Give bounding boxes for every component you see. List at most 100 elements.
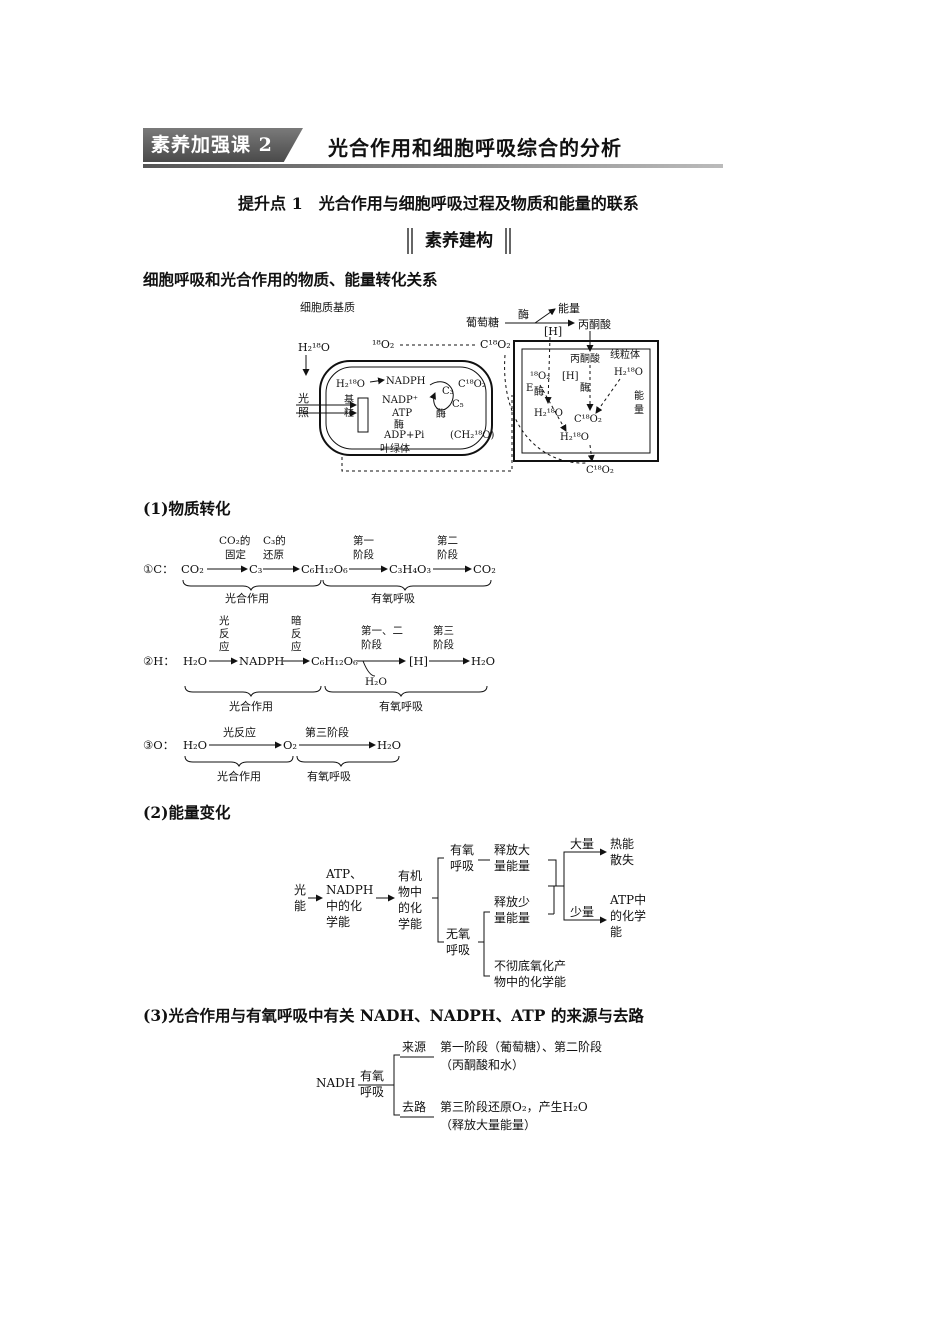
page-title: 光合作用和细胞呼吸综合的分析: [328, 136, 622, 160]
org-3: 的化: [398, 900, 422, 915]
mito-enzyme-1: 酶: [534, 385, 544, 398]
section-pill: 素养建构: [407, 228, 511, 254]
mito-o2: ¹⁸O₂: [530, 371, 550, 382]
h-a3-bottom: H₂O: [365, 676, 387, 688]
glucose-label: 葡萄糖: [466, 315, 499, 329]
mito-h2o-left: H₂¹⁸O: [534, 408, 563, 419]
o-a2: 第三阶段: [305, 725, 349, 739]
cell-diagram: 细胞质基质 H₂¹⁸O 光 照 ¹⁸O₂ 葡萄糖 酶 能量 丙酮酸 [H] C¹…: [296, 301, 659, 476]
sec3-aer-2: 呼吸: [360, 1085, 384, 1099]
c5-label: C₅: [452, 399, 464, 410]
org-4: 学能: [398, 916, 422, 931]
c-a1-top1: CO₂的: [219, 534, 250, 547]
h-a2-1: 暗: [291, 614, 302, 627]
light-2: 能: [294, 899, 306, 913]
c-a2-top2: 还原: [263, 549, 284, 561]
c3-label: C₃: [442, 386, 454, 397]
light-label-1: 光: [298, 391, 309, 405]
h-a4-top1: 第三: [433, 624, 454, 637]
c-a4-top1: 第二: [437, 534, 458, 547]
h-s3: C₆H₁₂O₆: [311, 654, 358, 668]
h-a1-3: 应: [219, 640, 230, 653]
h-a1-2: 反: [219, 628, 230, 640]
atpc-1: ATP中: [609, 892, 646, 907]
c-brace1-label: 光合作用: [225, 591, 269, 605]
h-brace2-label: 有氧呼吸: [379, 699, 423, 713]
atpc-2: 的化学: [610, 908, 646, 923]
energy-v2: 量: [634, 404, 644, 416]
anaer-1: 无氧: [446, 927, 470, 941]
h-brace1-label: 光合作用: [229, 699, 273, 713]
c-row-label: ①C：: [143, 562, 174, 576]
section-main-heading: 细胞呼吸和光合作用的物质、能量转化关系: [143, 270, 438, 289]
c-a1-top2: 固定: [225, 548, 246, 561]
sec2-heading: (2)能量变化: [143, 803, 231, 822]
cytoplasm-label: 细胞质基质: [300, 301, 355, 314]
atp-3: 中的化: [326, 898, 362, 913]
c-a4-top2: 阶段: [437, 548, 458, 561]
o-s1: H₂O: [183, 738, 207, 752]
chloroplast-label: 叶绿体: [380, 442, 410, 455]
grana-1: 基: [344, 393, 354, 406]
incomplete-2: 物中的化学能: [494, 974, 566, 989]
chl-h2o: H₂¹⁸O: [336, 379, 365, 390]
mito-pyruvate: 丙酮酸: [570, 352, 600, 365]
c-s2: C₃: [249, 562, 263, 576]
rel-small-1: 释放少: [494, 894, 530, 909]
h-a2-2: 反: [291, 628, 302, 640]
light-1: 光: [294, 883, 306, 897]
o-row-label: ③O：: [143, 738, 174, 752]
rel-big-2: 量能量: [494, 859, 530, 873]
chl-enzyme: 酶: [394, 418, 404, 431]
mito-h: [H]: [562, 371, 579, 382]
energy-v1: 能: [634, 389, 644, 402]
pyruvate-label: 丙酮酸: [578, 317, 611, 331]
o-s2: O₂: [283, 738, 297, 752]
h-a1-1: 光: [219, 614, 230, 627]
anaer-2: 呼吸: [446, 943, 470, 957]
heat-2: 散失: [610, 852, 634, 867]
nadph-label: NADPH: [386, 376, 426, 387]
org-2: 物中: [398, 884, 422, 899]
h-s4: [H]: [409, 654, 428, 668]
mito-co2: C¹⁸O₂: [574, 414, 602, 425]
incomplete-1: 不彻底氧化产: [494, 958, 566, 973]
o-a1: 光反应: [223, 725, 256, 739]
dest-text-1: 第三阶段还原O₂，产生H₂O: [440, 1099, 588, 1114]
c-s3: C₆H₁₂O₆: [301, 562, 348, 576]
co2-chl: C¹⁸O₂: [458, 379, 486, 390]
calvin-enzyme: 酶: [436, 407, 446, 420]
sec3-aer-1: 有氧: [360, 1069, 384, 1083]
small-label: 少量: [570, 905, 594, 919]
c-a3-top1: 第一: [353, 534, 374, 547]
aer-1: 有氧: [450, 843, 474, 857]
subheading: 提升点 1 光合作用与细胞呼吸过程及物质和能量的联系: [238, 194, 639, 213]
o2-top: ¹⁸O₂: [372, 338, 394, 351]
aer-2: 呼吸: [450, 859, 474, 873]
dest-label: 去路: [402, 1099, 426, 1114]
o-brace1-label: 光合作用: [217, 769, 261, 783]
large-label: 大量: [570, 837, 594, 851]
rel-small-2: 量能量: [494, 911, 530, 925]
banner-underline: [143, 164, 723, 168]
c-a3-top2: 阶段: [353, 548, 374, 561]
o-s3: H₂O: [377, 738, 401, 752]
c-s1: CO₂: [181, 562, 204, 576]
source-text-1: 第一阶段（葡萄糖）、第二阶段: [440, 1039, 602, 1054]
co2-mid: C¹⁸O₂: [480, 338, 511, 351]
sec1-heading: (1)物质转化: [143, 499, 231, 518]
h-s5: H₂O: [471, 654, 495, 668]
nadh-label: NADH: [316, 1076, 355, 1090]
rel-big-1: 释放大: [494, 842, 530, 857]
h-row-label: ②H：: [143, 654, 175, 668]
atp-label: ATP: [391, 408, 412, 419]
nadh-diagram: NADH 有氧 呼吸 来源 去路 第一阶段（葡萄糖）、第二阶段 （丙酮酸和水） …: [316, 1039, 602, 1132]
mito-h2o-right: H₂¹⁸O: [614, 367, 643, 378]
matter-transform-diagram: ①C： CO₂ CO₂的 固定 C₃ C₃的 还原 C₆H₁₂O₆ 第一 阶段 …: [143, 534, 496, 783]
ch2o-label: (CH₂¹⁸O): [450, 430, 494, 441]
mito-enzyme-2: 酶: [580, 381, 590, 394]
atpc-3: 能: [610, 925, 622, 939]
h2o-in: H₂¹⁸O: [298, 341, 330, 354]
e-label: E: [526, 383, 533, 394]
mito-h2o-bottom: H₂¹⁸O: [560, 432, 589, 443]
